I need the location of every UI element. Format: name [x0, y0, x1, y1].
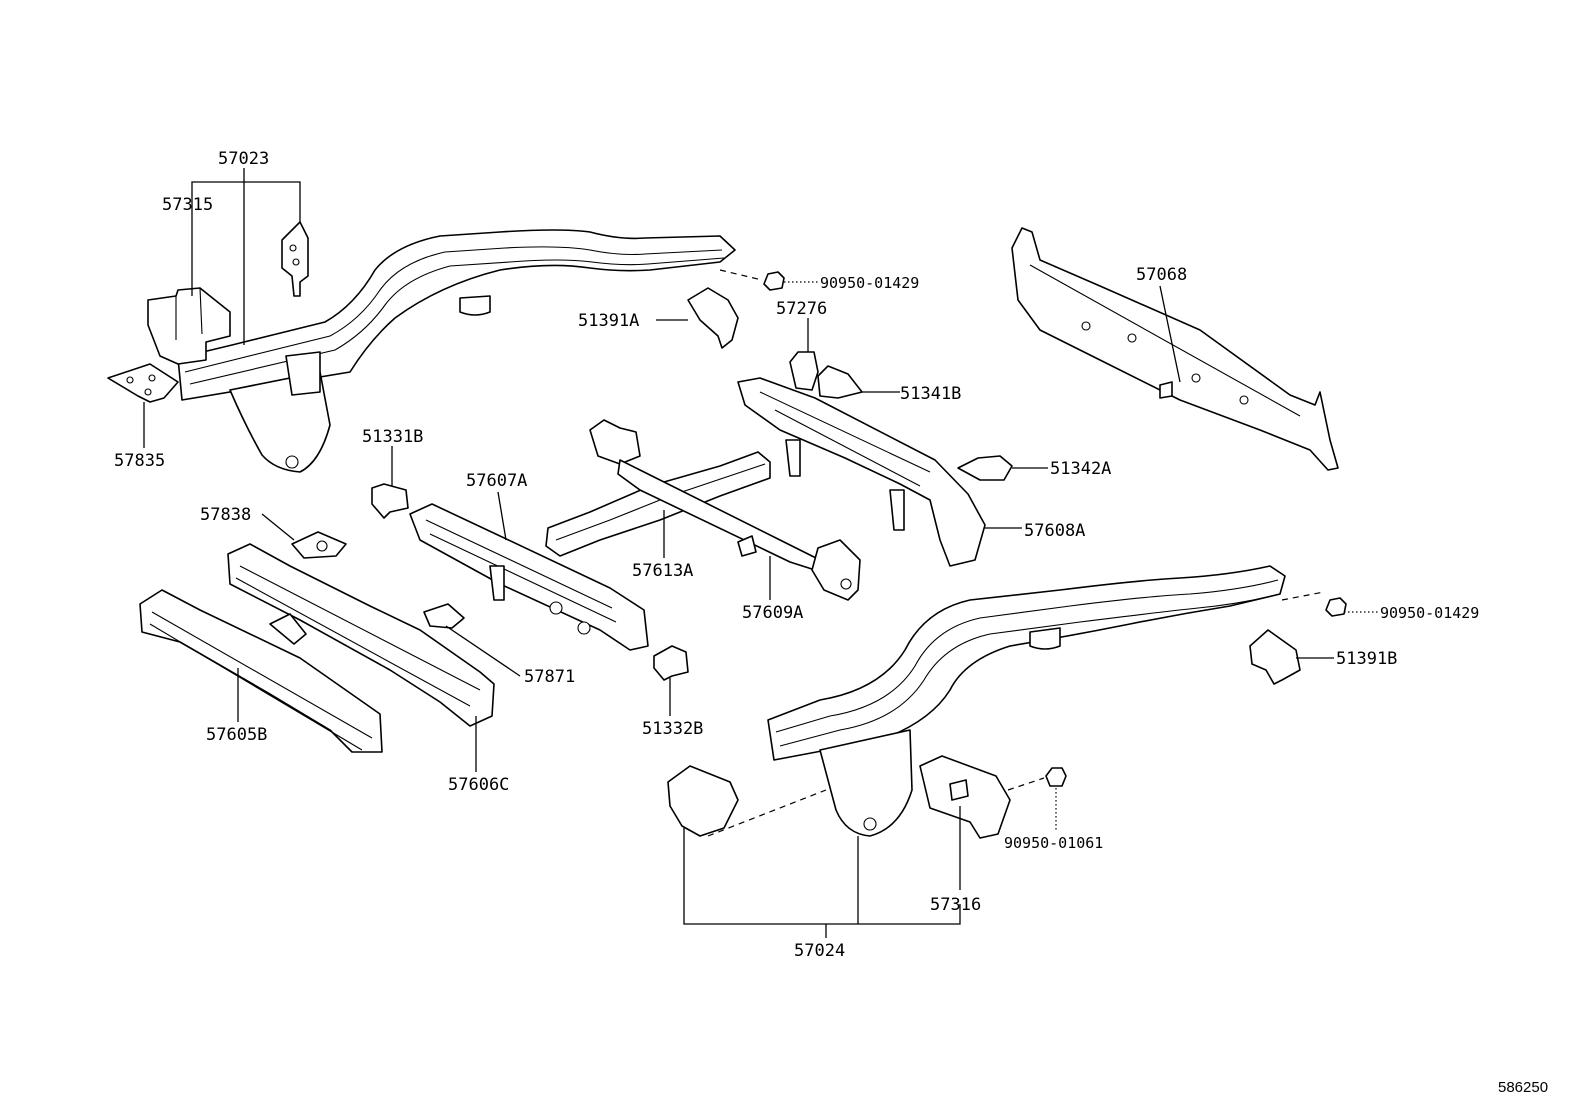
crossmember-57608A — [737, 377, 986, 567]
frame-side-member-left — [177, 229, 736, 473]
member-57605B — [139, 589, 383, 753]
bracket-51391B — [1249, 629, 1301, 685]
label-51391A: 51391A — [578, 311, 639, 331]
label-57835: 57835 — [114, 451, 165, 471]
bracket-51341B — [817, 365, 863, 399]
leader-lines — [143, 168, 1378, 938]
clip-51331B — [371, 483, 409, 519]
label-57315: 57315 — [162, 195, 213, 215]
label-90950-01429-top: 90950-01429 — [820, 274, 919, 292]
label-51332B: 51332B — [642, 719, 703, 739]
label-57609A: 57609A — [742, 603, 803, 623]
plate-57871 — [423, 603, 465, 629]
bracket-57315 — [147, 287, 231, 365]
bracket-57276 — [789, 351, 819, 391]
label-57605B: 57605B — [206, 725, 267, 745]
bracket-57024-left — [667, 765, 827, 837]
crossmember-57613A — [545, 419, 771, 557]
plate-57838 — [291, 531, 347, 559]
label-57838: 57838 — [200, 505, 251, 525]
label-51331B: 51331B — [362, 427, 423, 447]
label-57871: 57871 — [524, 667, 575, 687]
clip-51332B — [653, 645, 689, 681]
bracket-51391A — [687, 287, 739, 349]
label-90950-01061: 90950-01061 — [1004, 834, 1103, 852]
label-57607A: 57607A — [466, 471, 527, 491]
nut-90950-01429-top — [719, 269, 785, 291]
bracket-57316 — [919, 755, 1011, 839]
label-57024: 57024 — [794, 941, 845, 961]
label-57023: 57023 — [218, 149, 269, 169]
label-57613A: 57613A — [632, 561, 693, 581]
label-57316: 57316 — [930, 895, 981, 915]
label-51391B: 51391B — [1336, 649, 1397, 669]
plate-57835 — [107, 363, 179, 403]
label-57606C: 57606C — [448, 775, 509, 795]
bracket-57023-small — [281, 221, 309, 297]
nut-90950-01061 — [1007, 767, 1067, 791]
member-57606C — [227, 543, 495, 727]
crossmember-57068 — [1011, 227, 1339, 471]
label-57276: 57276 — [776, 299, 827, 319]
diagram-reference-number: 586250 — [1498, 1079, 1548, 1096]
label-90950-01429-right: 90950-01429 — [1380, 604, 1479, 622]
bracket-51342A — [957, 455, 1013, 481]
frame-side-member-right — [767, 565, 1286, 837]
label-57068: 57068 — [1136, 265, 1187, 285]
member-57607A — [409, 503, 649, 651]
label-57608A: 57608A — [1024, 521, 1085, 541]
label-51342A: 51342A — [1050, 459, 1111, 479]
nut-90950-01429-right — [1281, 591, 1347, 617]
crossmember-57609A — [617, 459, 861, 601]
label-51341B: 51341B — [900, 384, 961, 404]
